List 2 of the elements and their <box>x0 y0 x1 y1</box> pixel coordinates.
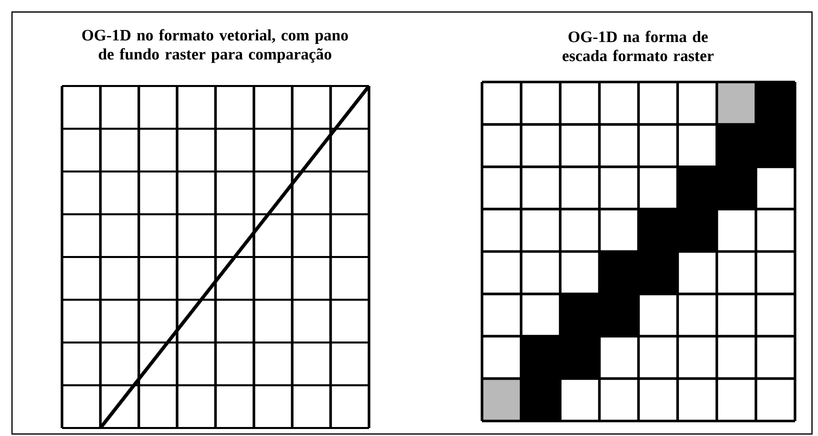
panel-heading: OG-1D na forma de escada formato raster <box>562 30 714 62</box>
panel-heading: OG-1D no formato vetorial, com pano de fundo raster para comparação <box>82 29 348 63</box>
